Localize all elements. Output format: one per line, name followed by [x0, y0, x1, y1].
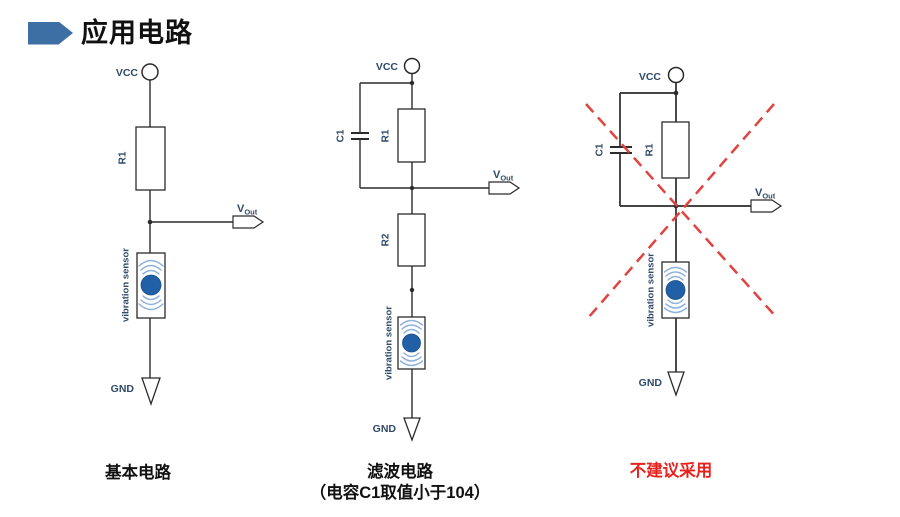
caption-basic-circuit: 基本电路: [105, 464, 171, 482]
caption-not-recommended: 不建议采用: [629, 462, 713, 480]
vout-arrow-icon: [750, 199, 783, 213]
circuit-diagram-filter: VCC C1 R1 VOut R2: [336, 57, 521, 442]
resistor-r1-label: R1: [645, 143, 656, 156]
vcc-label: VCC: [376, 61, 399, 73]
vibration-sensor: vibration sensor: [121, 248, 166, 322]
arrow-banner-icon: [28, 21, 73, 45]
junction-dot: [409, 185, 415, 191]
vout-sub: Out: [500, 174, 513, 183]
resistor-r2-box: [397, 213, 426, 267]
vibration-wave-icon: [138, 259, 164, 311]
junction-dot: [147, 219, 153, 225]
wires: [149, 80, 233, 378]
capacitor-c1-label: C1: [336, 129, 347, 142]
vibration-wave-icon: [663, 266, 688, 314]
vibration-wave-icon: [399, 319, 424, 367]
vcc-terminal-icon: [667, 66, 685, 84]
vout-label: VOut: [237, 203, 258, 217]
vout-v: V: [237, 203, 245, 215]
resistor-r1-box: [135, 126, 166, 191]
gnd-symbol-icon: [403, 417, 421, 442]
junction-dot: [409, 287, 415, 293]
resistor-r1-box: [661, 121, 690, 179]
resistor-r2-label: R2: [381, 233, 392, 246]
vcc-terminal-icon: [403, 57, 421, 75]
vcc-label: VCC: [639, 71, 662, 83]
sensor-ball-icon: [665, 280, 686, 300]
vout-sub: Out: [762, 192, 775, 201]
vibration-sensor: vibration sensor: [384, 306, 426, 380]
gnd-label: GND: [373, 423, 397, 435]
gnd-label: GND: [111, 383, 135, 395]
vibration-sensor-label: vibration sensor: [121, 248, 132, 322]
gnd-label: GND: [639, 377, 663, 389]
resistor-r1-box: [397, 108, 426, 163]
vout-arrow-icon: [488, 181, 521, 195]
vout-sub: Out: [244, 208, 257, 217]
junction-dot: [673, 90, 679, 96]
caption-filter-line1: 滤波电路: [367, 463, 433, 481]
page-title: 应用电路: [81, 18, 193, 48]
capacitor-c1: C1: [336, 129, 369, 142]
vout-v: V: [493, 169, 501, 181]
red-cross-icon: [585, 103, 778, 319]
vout-label: VOut: [755, 187, 776, 201]
vibration-sensor-label: vibration sensor: [384, 306, 395, 380]
title-row: 应用电路: [28, 18, 193, 48]
junction-dot: [409, 80, 415, 86]
vcc-terminal-icon: [141, 63, 159, 81]
gnd-symbol-icon: [667, 371, 685, 397]
caption-filter-line2: （电容C1取值小于104）: [309, 484, 491, 502]
vcc-label: VCC: [116, 67, 139, 79]
sensor-ball-icon: [402, 333, 421, 353]
caption-filter-circuit: 滤波电路 （电容C1取值小于104）: [295, 462, 505, 504]
circuit-diagram-not-recommended: VCC C1 R1 VOut: [585, 66, 783, 397]
gnd-symbol-icon: [141, 377, 161, 406]
resistor-r1-label: R1: [381, 129, 392, 142]
capacitor-c1-label: C1: [595, 143, 606, 156]
vibration-sensor: vibration sensor: [646, 253, 690, 327]
circuit-diagram-basic: VCC R1 VOut vibration sensor: [111, 63, 265, 406]
vout-arrow-icon: [232, 215, 265, 229]
sensor-ball-icon: [140, 274, 162, 296]
vout-label: VOut: [493, 169, 514, 183]
vibration-sensor-label: vibration sensor: [646, 253, 657, 327]
vout-v: V: [755, 187, 763, 199]
resistor-r1-label: R1: [118, 151, 129, 164]
